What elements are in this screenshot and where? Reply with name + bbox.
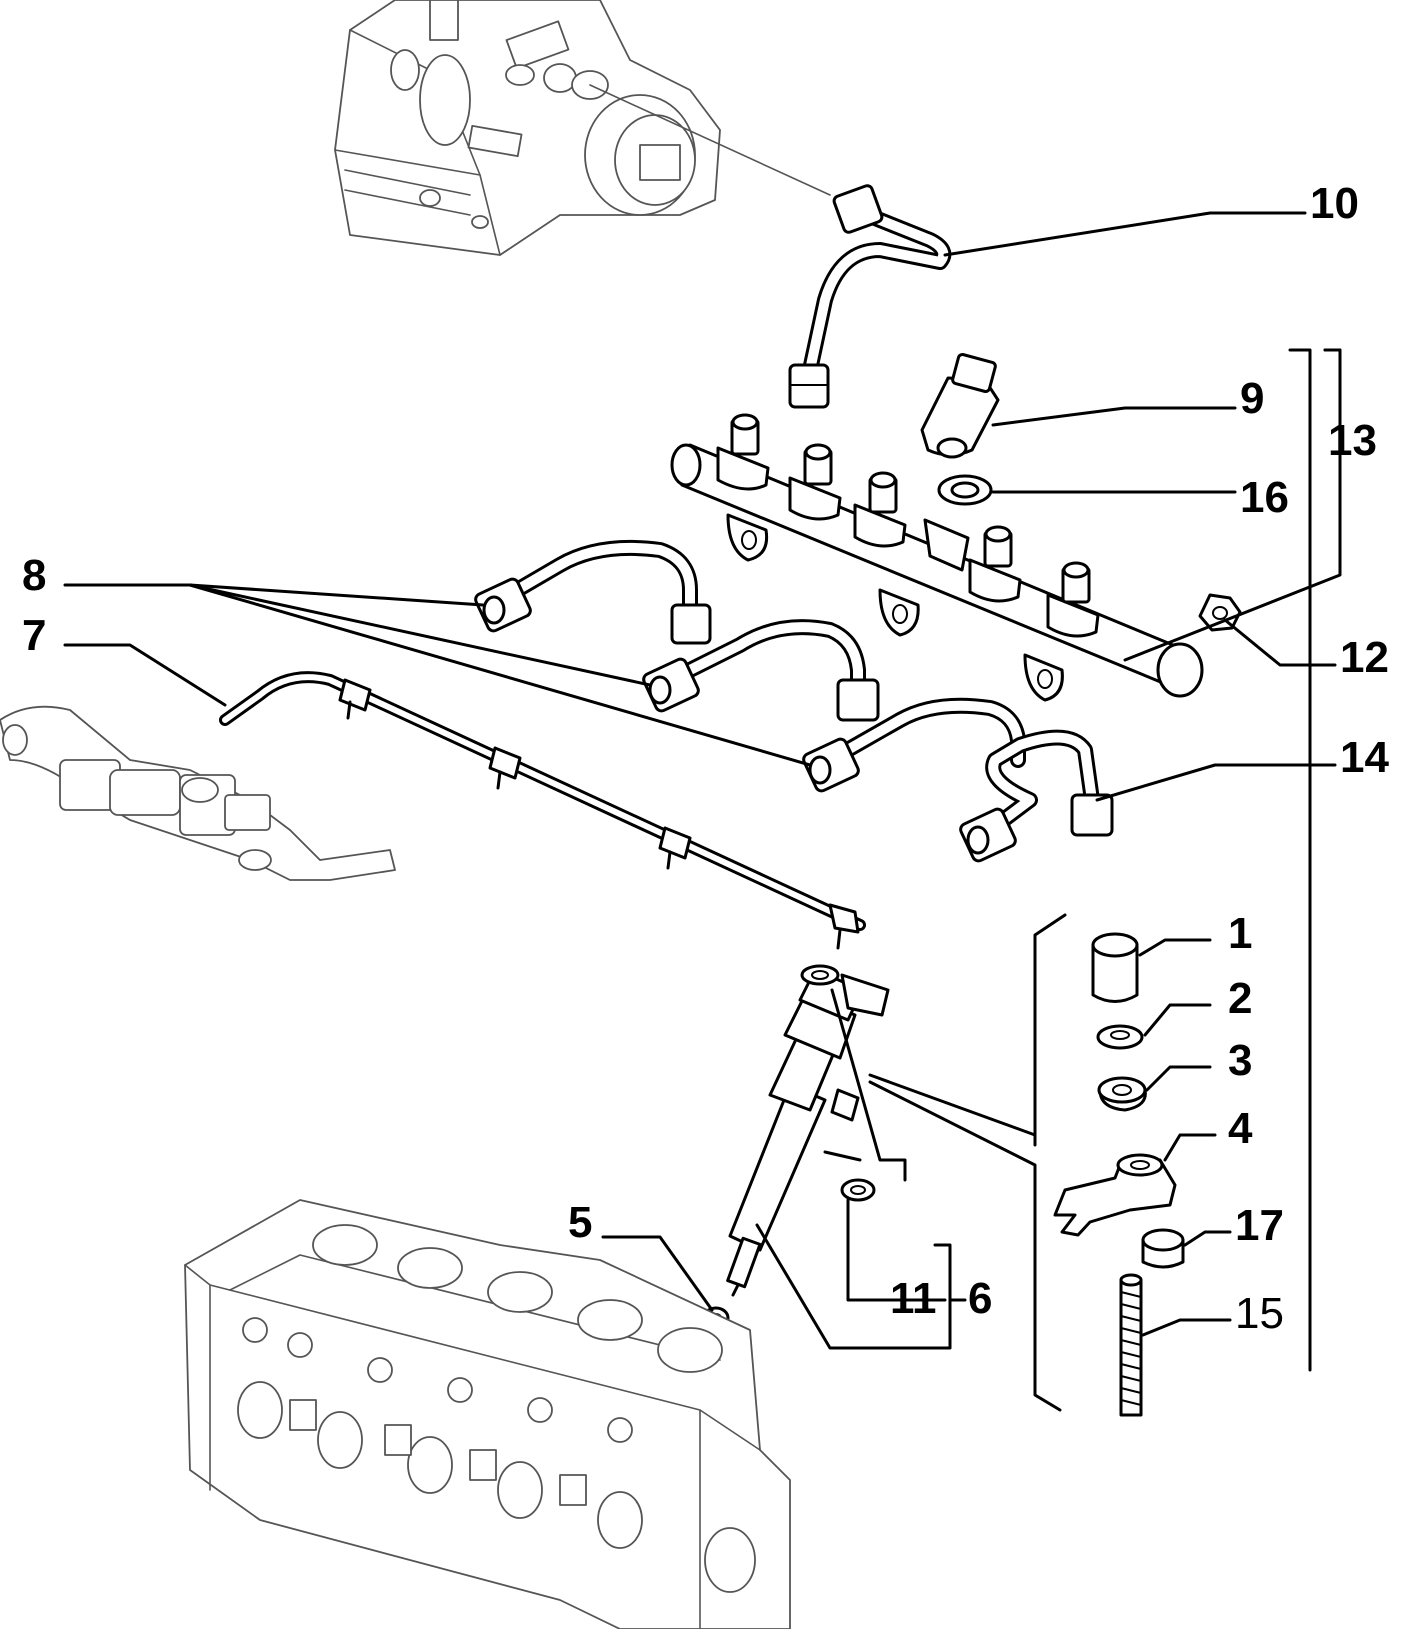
rail-outlet-5 (1046, 561, 1100, 638)
rail-outlet-1 (716, 413, 770, 491)
injector-pipe-14 (959, 729, 1114, 863)
nut-12 (1198, 593, 1242, 632)
o-ring-11 (840, 1178, 876, 1202)
callout-7: 7 (22, 611, 46, 660)
callout-12: 12 (1340, 633, 1389, 682)
rail-outlet-2 (788, 443, 842, 521)
injector-pipe-2 (642, 619, 880, 722)
callout-8: 8 (22, 551, 46, 600)
callout-1: 1 (1228, 909, 1252, 958)
callout-11: 11 (890, 1274, 937, 1323)
leak-off-line-7 (219, 671, 866, 950)
nut-17 (1141, 1228, 1185, 1269)
callout-9: 9 (1240, 374, 1264, 423)
fuel-rail-13 (670, 413, 1204, 702)
injector-pipe-3 (802, 697, 1026, 793)
seal-ring-16 (937, 474, 993, 506)
callout-15: 15 (1235, 1289, 1284, 1338)
washer-2 (1096, 1024, 1144, 1050)
spherical-washer-3 (1097, 1076, 1147, 1112)
left-valve-assembly (0, 705, 396, 881)
callout-2: 2 (1228, 974, 1252, 1023)
rail-outlet-3 (853, 471, 907, 548)
injector-pipe-1 (474, 539, 712, 645)
injector-6 (726, 964, 890, 1297)
stud-15 (1119, 1273, 1143, 1417)
callout-10: 10 (1310, 179, 1359, 228)
leader-lines (63, 211, 1342, 1412)
callout-5: 5 (568, 1198, 592, 1247)
rail-outlet-4 (968, 525, 1022, 603)
callout-14: 14 (1340, 733, 1389, 782)
callout-3: 3 (1228, 1036, 1252, 1085)
callout-16: 16 (1240, 473, 1289, 522)
pressure-sensor-9 (920, 352, 1000, 459)
callout-17: 17 (1235, 1201, 1284, 1250)
spacer-1 (1091, 932, 1139, 1003)
pipe-10 (788, 184, 952, 409)
clamp-bracket-4 (1053, 1153, 1177, 1237)
callout-labels: 10 9 13 16 8 7 12 14 1 2 3 4 17 15 5 11 … (22, 179, 1389, 1338)
high-pressure-pump (334, 0, 831, 256)
callout-13: 13 (1328, 416, 1377, 465)
callout-4: 4 (1228, 1104, 1253, 1153)
callout-6: 6 (968, 1274, 992, 1323)
cylinder-head (184, 1199, 791, 1629)
rail-sensor-boss (923, 518, 970, 572)
